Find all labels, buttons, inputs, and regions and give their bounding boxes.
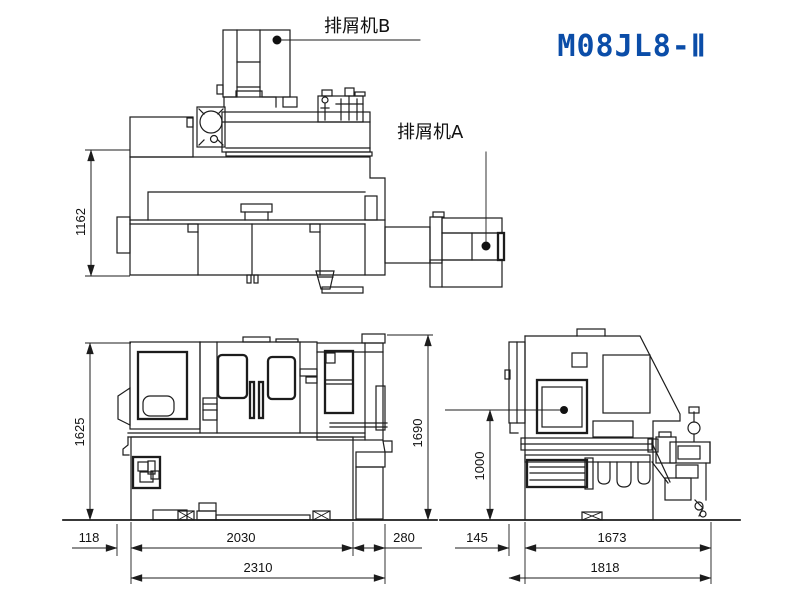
front-view: 1625 1690 118 2030 280 2310 [62, 333, 438, 584]
dim-front-right-1690: 1690 [387, 334, 433, 521]
dim-side-row2: 1818 [508, 560, 712, 582]
side-lower-section [520, 437, 659, 521]
dim-front-row1: 118 2030 280 [72, 522, 422, 584]
front-base [122, 432, 366, 521]
dim-side-row1: 145 1673 [455, 522, 712, 584]
dim-text-1818: 1818 [591, 560, 620, 575]
dim-text-1690: 1690 [410, 419, 425, 448]
spindle-unit [196, 106, 226, 148]
dim-text-1673: 1673 [598, 530, 627, 545]
chip-conveyor-b [216, 29, 298, 108]
front-head-assembly [299, 333, 393, 520]
dim-text-145: 145 [466, 530, 488, 545]
dim-text-280: 280 [393, 530, 415, 545]
side-body [504, 328, 681, 521]
side-view: 1000 145 1673 1818 [439, 328, 741, 584]
leader-dot-b [272, 35, 282, 45]
reference-dot-1000 [560, 406, 568, 414]
chip-conveyor-b-label: 排屑机B [324, 16, 390, 37]
top-view: 排屑机B [73, 16, 506, 294]
dim-side-1000: 1000 [445, 409, 560, 521]
leader-dot-a [481, 241, 491, 251]
chip-conveyor-a-plan [384, 211, 506, 288]
dim-text-118: 118 [79, 530, 100, 545]
tooling-cluster [317, 87, 366, 123]
machine-body-plan [116, 116, 386, 294]
dim-text-1625: 1625 [72, 418, 87, 447]
dim-front-left-1625: 1625 [72, 342, 131, 521]
dim-text-2030: 2030 [227, 530, 256, 545]
dim-text-1000: 1000 [472, 452, 487, 481]
leader-conveyor-a: 排屑机A [397, 122, 491, 251]
leader-conveyor-b: 排屑机B [272, 16, 421, 45]
dim-top-height-1162: 1162 [73, 149, 130, 277]
dim-text-1162: 1162 [73, 208, 88, 236]
side-conveyor-discharge [651, 406, 711, 518]
dim-front-row2: 2310 [130, 560, 386, 582]
model-title: M08JL8-Ⅱ [557, 29, 706, 64]
front-cabinet [117, 336, 318, 434]
dim-text-2310: 2310 [244, 560, 273, 575]
chip-conveyor-a-label: 排屑机A [397, 122, 464, 143]
